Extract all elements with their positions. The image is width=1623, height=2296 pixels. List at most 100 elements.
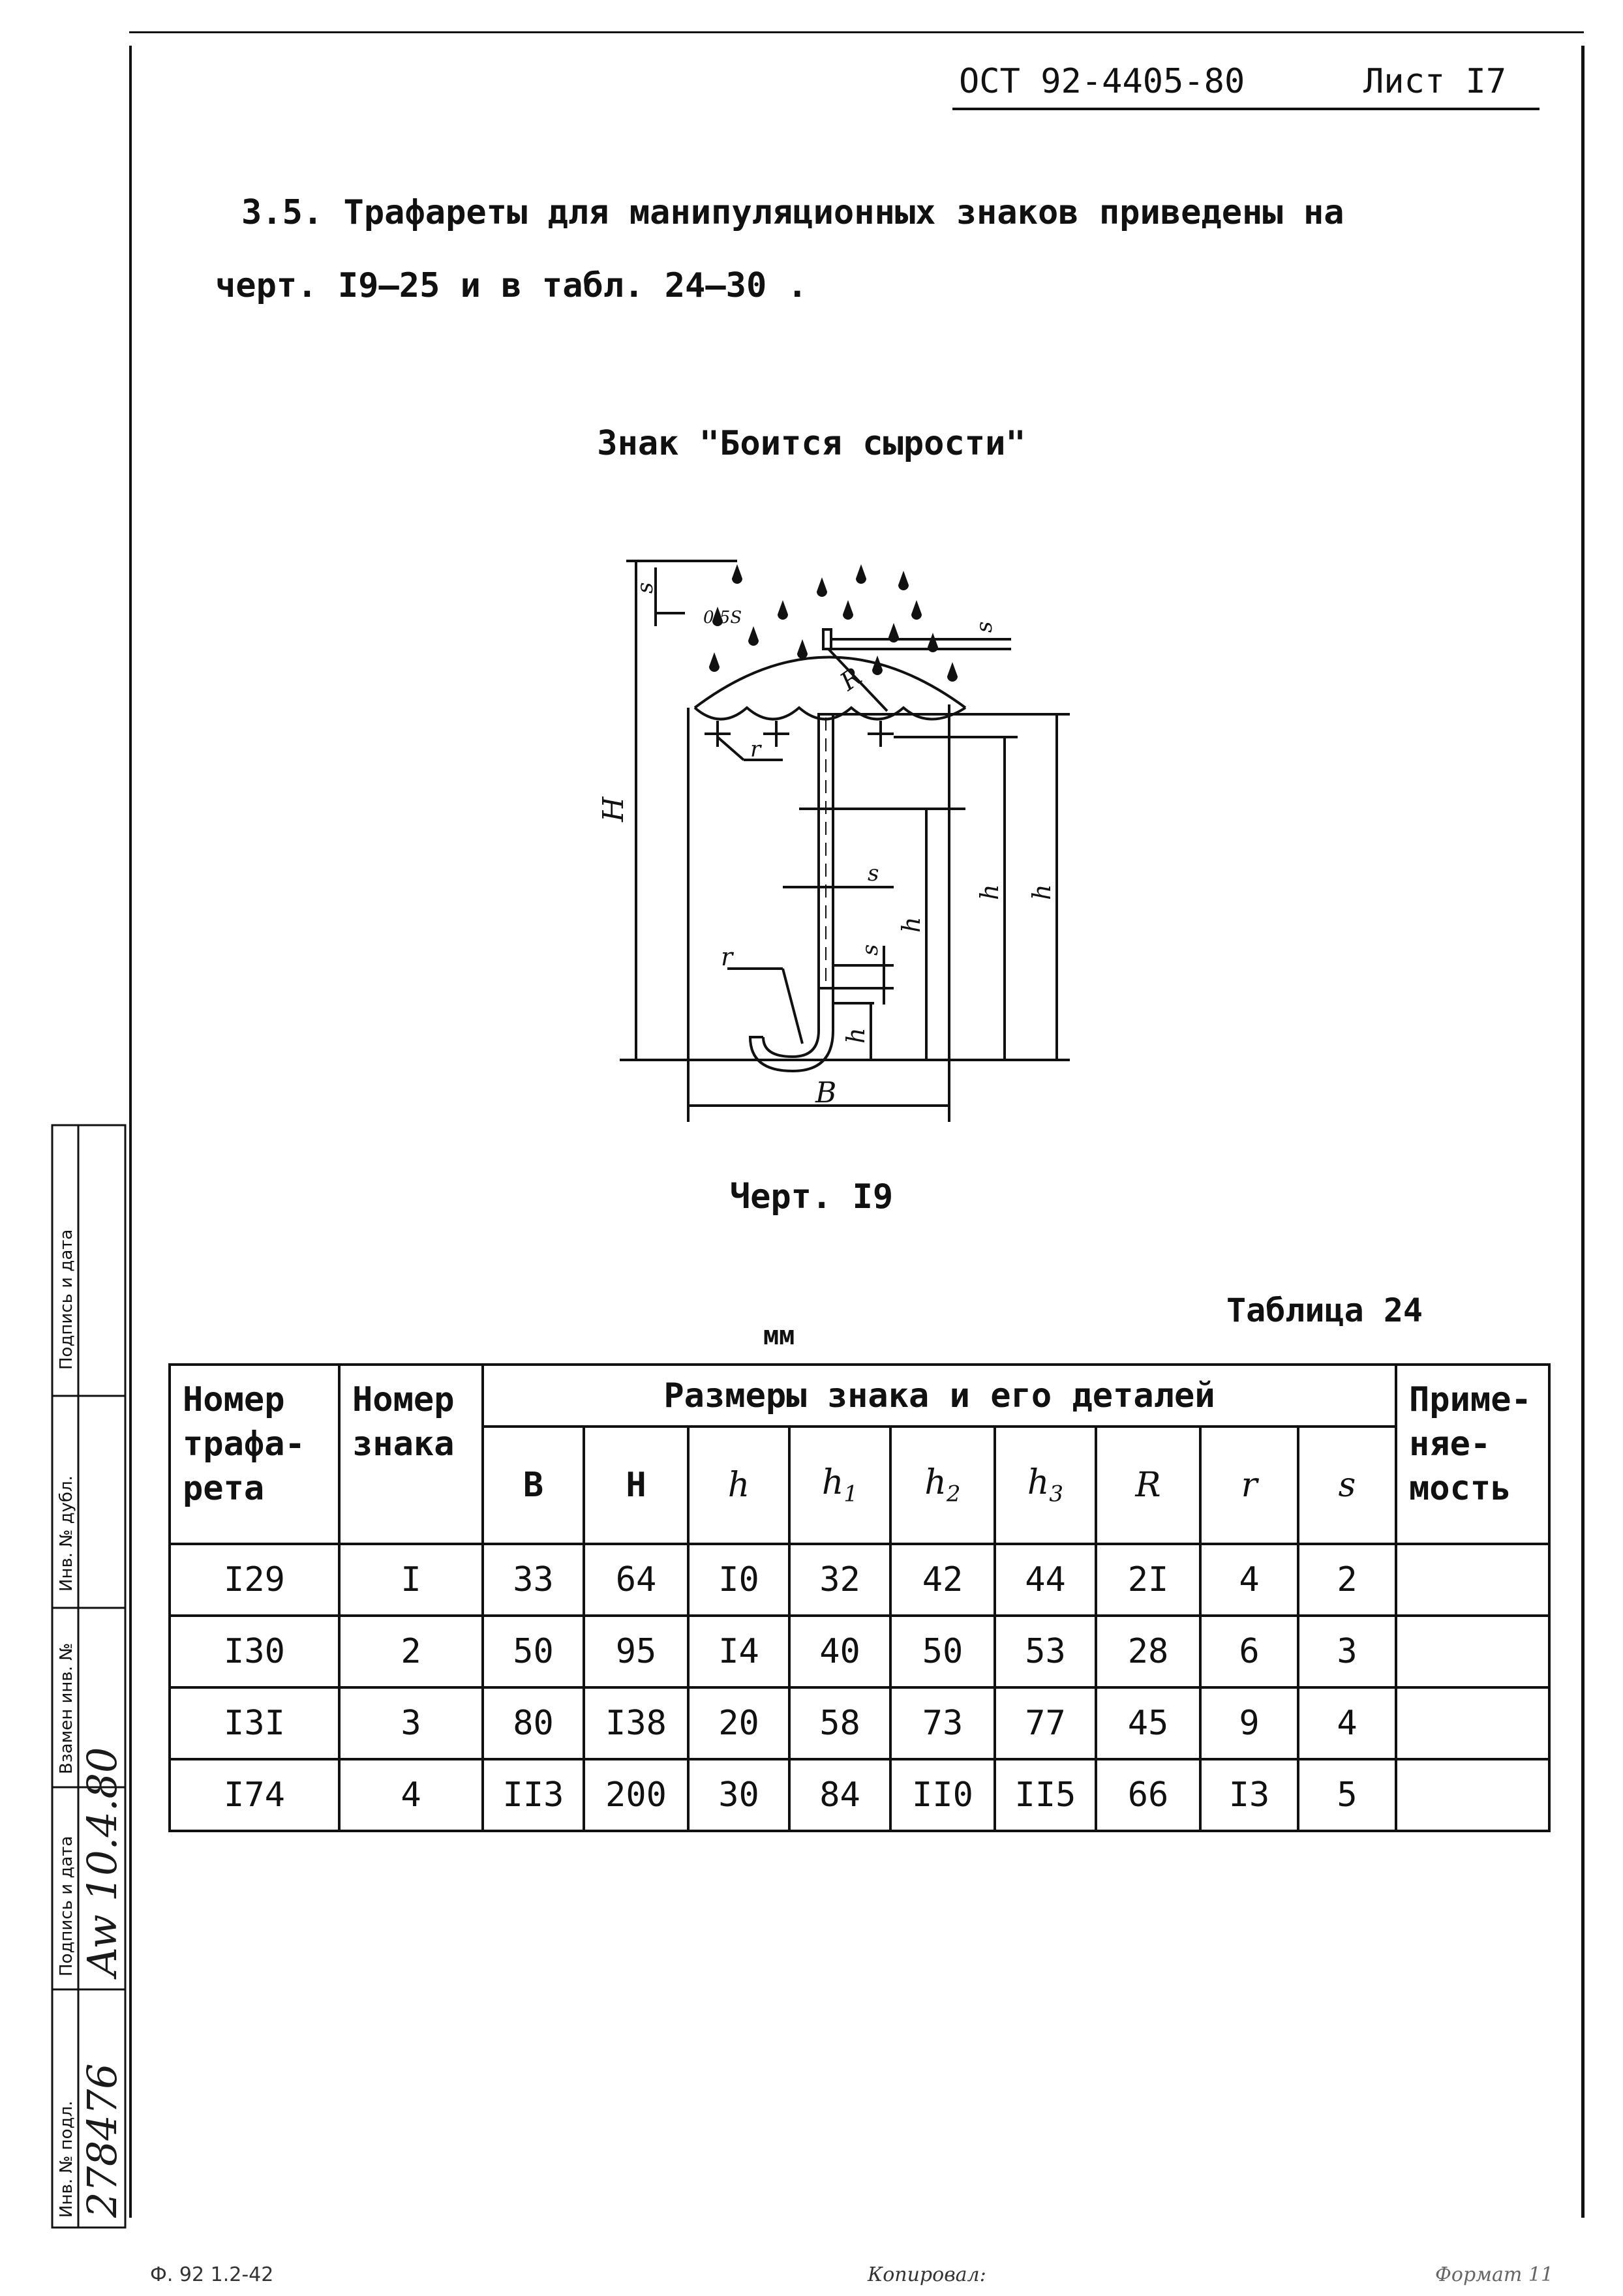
table-cell: 20 (687, 1686, 791, 1760)
table-cell: 66 (1095, 1758, 1202, 1832)
table-cell: 33 (481, 1543, 585, 1617)
table-cell: II0 (889, 1758, 996, 1832)
table-cell: 3 (338, 1686, 484, 1760)
table-cell: 50 (889, 1614, 996, 1689)
paragraph-line-1: 3.5. Трафареты для манипуляционных знако… (241, 193, 1344, 232)
label-dim: 0,5S (703, 608, 742, 627)
table-cell: I29 (168, 1543, 341, 1617)
footer-form: Ф. 92 1.2-42 (150, 2263, 274, 2286)
table-cell: I4 (687, 1614, 791, 1689)
table-cell: 4 (1297, 1686, 1397, 1760)
table-cell: 64 (583, 1543, 690, 1617)
table-cell: 4 (338, 1758, 484, 1832)
table-cell: 2 (338, 1614, 484, 1689)
header-r: r (1199, 1425, 1299, 1545)
header-h3: h3 (994, 1425, 1097, 1545)
table-cell: II5 (994, 1758, 1097, 1832)
label-s-hook: s (857, 944, 883, 956)
header-H: H (583, 1425, 690, 1545)
header-dimensions-group: Размеры знака и его деталей (481, 1363, 1397, 1428)
signature: Aw 10.4.80 (78, 1747, 126, 1980)
table-cell: 2 (1297, 1543, 1397, 1617)
header-R: R (1095, 1425, 1202, 1545)
header-s: s (1297, 1425, 1397, 1545)
table-cell (1395, 1686, 1551, 1760)
table-cell: 42 (889, 1543, 996, 1617)
label-R: R (834, 662, 867, 697)
table-cell (1395, 1758, 1551, 1832)
table-cell: 32 (788, 1543, 892, 1617)
table-cell: I3 (1199, 1758, 1299, 1832)
table-header-row-2: B H h h1 h2 h3 R r s (170, 1425, 1549, 1545)
table-cell: II3 (481, 1758, 585, 1832)
table-cell: 73 (889, 1686, 996, 1760)
table-cell: 2I (1095, 1543, 1202, 1617)
table-cell: I30 (168, 1614, 341, 1689)
table-cell: 4 (1199, 1543, 1299, 1617)
label-h: h (842, 1028, 870, 1044)
footer-copied: Копировал: (868, 2263, 986, 2286)
header-sign-number: Номер знака (338, 1363, 484, 1545)
table-cell: 28 (1095, 1614, 1202, 1689)
frame-left (129, 46, 132, 2218)
table-title: Таблица 24 (1226, 1292, 1423, 1329)
page-header: ОСТ 92-4405-80 Лист I7 (959, 62, 1546, 108)
header-applicability: Приме- няе- мость (1395, 1363, 1551, 1545)
label-r-top: r (750, 736, 762, 763)
dimensions-table: Номер трафа- рета Номер знака Размеры зн… (168, 1363, 1551, 1832)
table-cell: I74 (168, 1758, 341, 1832)
sign-title: Знак "Боится сырости" (597, 424, 1026, 463)
label-s-left: s (632, 582, 658, 594)
table-cell: 58 (788, 1686, 892, 1760)
stamp-field-signature-date: Подпись и дата (57, 1836, 76, 1976)
label-h1: h (897, 917, 926, 933)
stamp-field-dup-inv: Инв. № дубл. (57, 1475, 76, 1592)
table-cell (1395, 1543, 1551, 1617)
label-r-hook: r (721, 943, 735, 971)
paragraph-line-2: черт. I9–25 и в табл. 24–30 . (215, 266, 808, 305)
table-cell: 9 (1199, 1686, 1299, 1760)
label-H: H (597, 796, 630, 823)
table-cell: I (338, 1543, 484, 1617)
footer-format: Формат 11 (1435, 2263, 1554, 2286)
figure-caption: Черт. I9 (729, 1177, 894, 1216)
doc-code: ОСТ 92-4405-80 (959, 62, 1245, 101)
stamp-field-original-inv: Инв. № подл. (57, 2101, 76, 2218)
table-cell: 5 (1297, 1758, 1397, 1832)
umbrella-drawing: H B h h h h R r r s s s s 0,5S (597, 560, 1070, 1122)
label-h3: h (1027, 884, 1056, 900)
table-cell: 6 (1199, 1614, 1299, 1689)
header-underline (952, 108, 1540, 110)
inv-number-handwritten: 278476 (78, 2063, 126, 2218)
paragraph: 3.5. Трафареты для манипуляционных знако… (215, 176, 1481, 322)
label-s-mid: s (868, 860, 879, 886)
side-stamp: Подпись и дата Инв. № дубл. Взамен инв. … (51, 1124, 127, 2229)
sheet-number: Лист I7 (1363, 62, 1507, 101)
table-cell: I38 (583, 1686, 690, 1760)
table-cell: 80 (481, 1686, 585, 1760)
header-B: B (481, 1425, 585, 1545)
table-units: мм (763, 1321, 795, 1351)
table-cell: I3I (168, 1686, 341, 1760)
table-cell: 200 (583, 1758, 690, 1832)
header-h: h (687, 1425, 791, 1545)
table-cell: 50 (481, 1614, 585, 1689)
table-cell: 77 (994, 1686, 1097, 1760)
table-cell: 40 (788, 1614, 892, 1689)
label-s-top: s (971, 622, 997, 633)
table-cell: 53 (994, 1614, 1097, 1689)
stamp-field-replace-inv: Взамен инв. № (57, 1643, 76, 1774)
table-cell: I0 (687, 1543, 791, 1617)
table-cell: 84 (788, 1758, 892, 1832)
frame-top (129, 31, 1584, 33)
header-h1: h1 (788, 1425, 892, 1545)
stamp-field-signature-top: Подпись и дата (57, 1230, 76, 1370)
label-h2: h (975, 884, 1004, 900)
table-cell (1395, 1614, 1551, 1689)
table-cell: 95 (583, 1614, 690, 1689)
